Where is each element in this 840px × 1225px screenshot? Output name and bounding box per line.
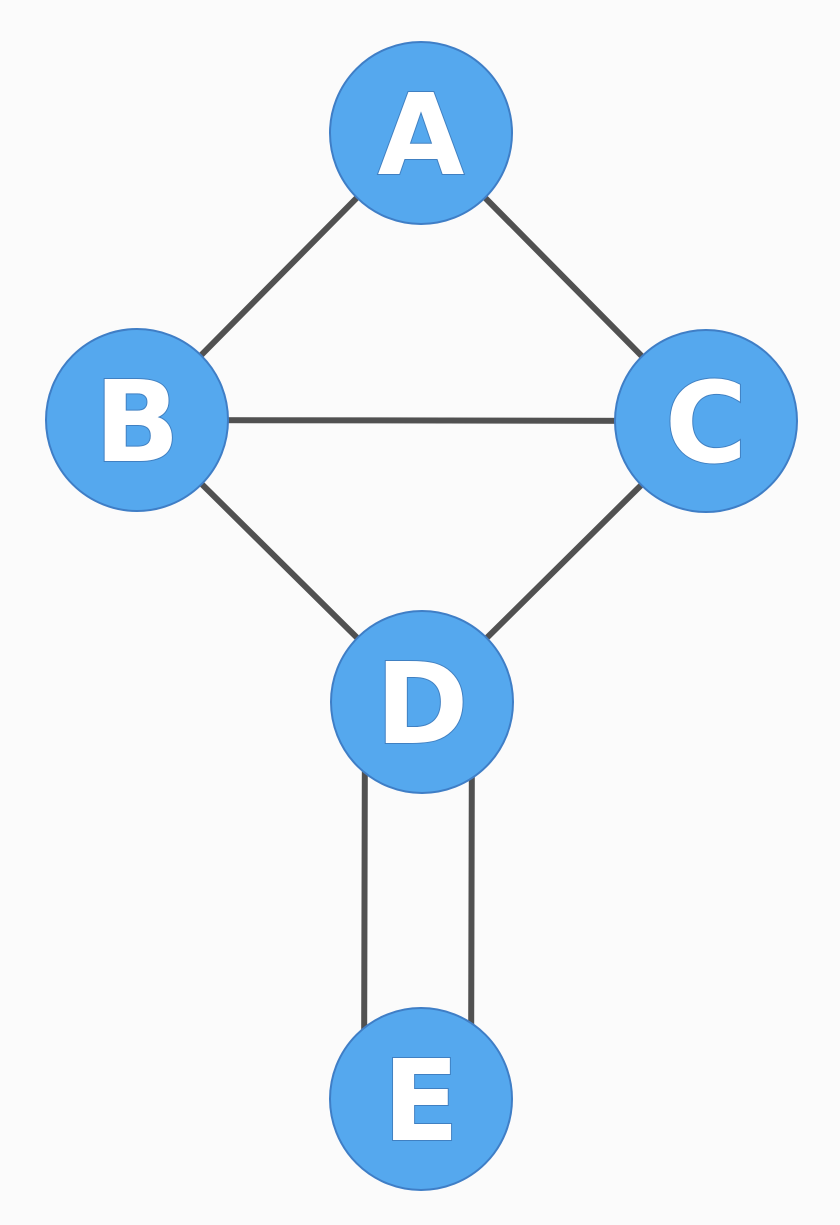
node-label-E: E (383, 1037, 460, 1167)
node-circle-E[interactable] (329, 1007, 513, 1191)
node-label-B: B (94, 358, 179, 488)
node-circle-D[interactable] (330, 610, 514, 794)
node-A[interactable]: A (329, 41, 513, 225)
node-circle-B[interactable] (45, 328, 229, 512)
node-C[interactable]: C (614, 329, 798, 513)
node-B[interactable]: B (45, 328, 229, 512)
node-label-A: A (378, 71, 465, 201)
node-D[interactable]: D (330, 610, 514, 794)
node-label-D: D (376, 640, 469, 770)
node-E[interactable]: E (329, 1007, 513, 1191)
node-circle-C[interactable] (614, 329, 798, 513)
node-circle-A[interactable] (329, 41, 513, 225)
edge-B-C (134, 417, 709, 424)
node-label-C: C (665, 359, 747, 489)
